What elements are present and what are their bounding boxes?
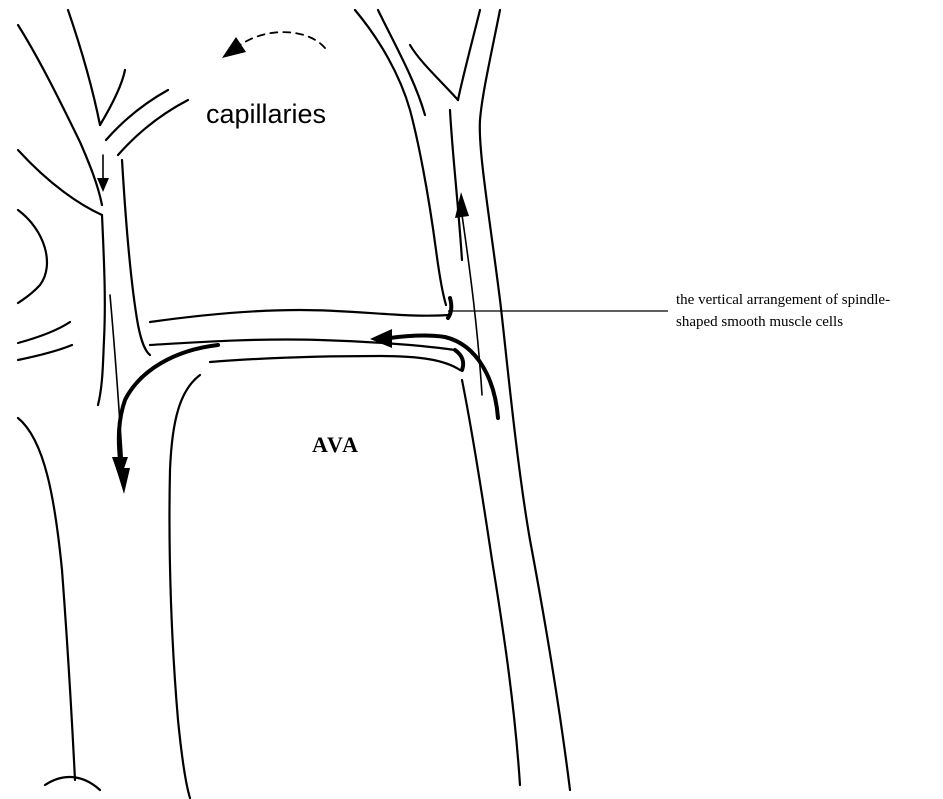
capillaries-label: capillaries bbox=[206, 99, 326, 129]
ava-connection bbox=[150, 310, 460, 370]
flow-arrow-ava bbox=[370, 329, 498, 418]
right-artery bbox=[355, 10, 570, 790]
smooth-muscle-cells bbox=[448, 298, 463, 370]
left-vein bbox=[18, 10, 200, 798]
annotation-line-2: shaped smooth muscle cells bbox=[676, 314, 843, 330]
flow-arrow-left-down bbox=[97, 155, 109, 192]
annotation-line-1: the vertical arrangement of spindle- bbox=[676, 292, 890, 308]
flow-arrow-dashed-capillaries bbox=[222, 32, 325, 58]
ava-label: AVA bbox=[312, 432, 360, 457]
flow-arrow-ava-to-vein bbox=[112, 345, 218, 480]
